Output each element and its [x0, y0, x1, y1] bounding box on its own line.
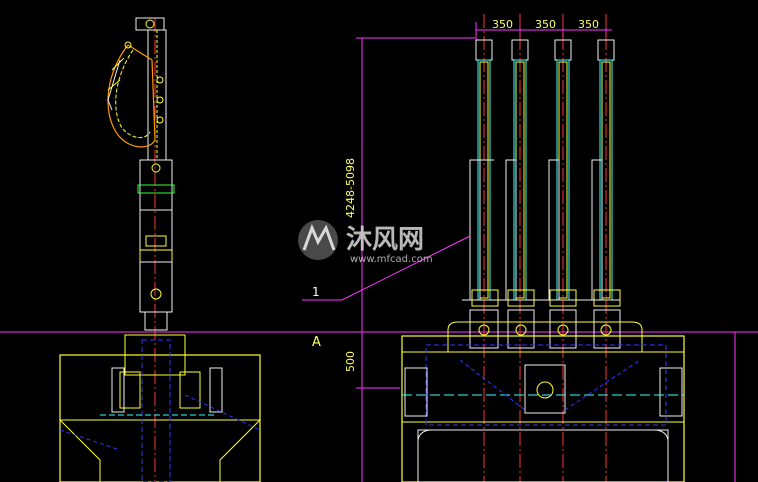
dimension-spacing-3: 350: [578, 18, 599, 31]
hanger-rod-2[interactable]: [505, 14, 535, 482]
watermark-logo-icon: [298, 220, 338, 260]
dimension-spacing-2: 350: [535, 18, 556, 31]
leader-label: 1: [312, 285, 320, 299]
hanger-rod-4[interactable]: [591, 14, 621, 482]
watermark-brand: 沐风网: [346, 225, 424, 255]
dimension-spacing-1: 350: [492, 18, 513, 31]
dimension-spacing-group: 350 350 350: [492, 18, 599, 31]
right-front-view: [356, 14, 736, 482]
left-side-view: [59, 17, 261, 482]
watermark: 沐风网 www.mfcad.com: [298, 220, 433, 265]
dimension-lower: 500: [344, 351, 357, 372]
hanger-rod-1[interactable]: [469, 14, 499, 482]
leader-callout-1: 1: [302, 235, 471, 301]
section-mark: A: [312, 335, 321, 350]
watermark-url: www.mfcad.com: [350, 254, 433, 265]
dimension-height: 4248-5098: [344, 158, 357, 218]
hanger-rod-3[interactable]: [548, 14, 577, 482]
